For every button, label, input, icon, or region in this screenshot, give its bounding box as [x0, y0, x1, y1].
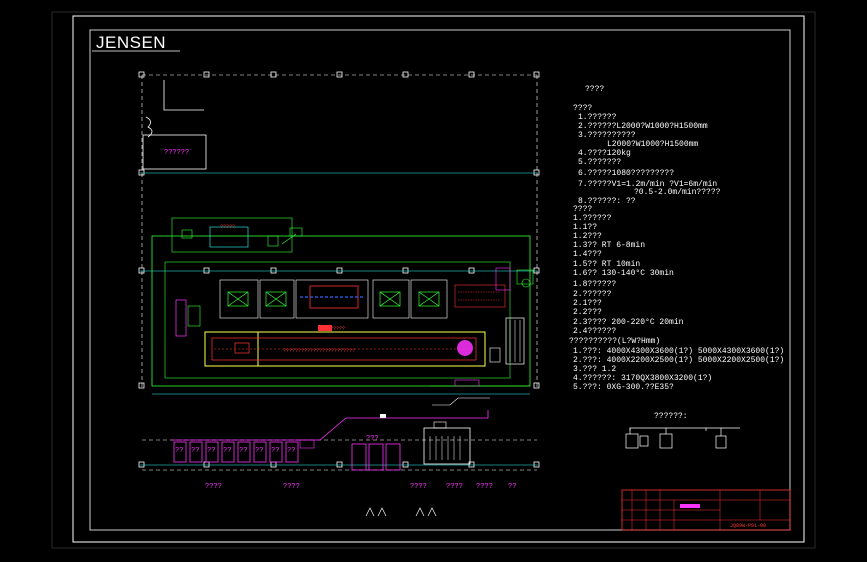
curing-oven — [204, 331, 486, 367]
note-line-30: 5.???: 0XG-300.??E35? — [573, 383, 674, 392]
outer-frame — [72, 15, 805, 543]
note-line-8: 7.?????V1=1.2m/min ?V1=6m/min — [578, 180, 717, 189]
stair-line — [163, 80, 204, 111]
note-line-25: ??????????(L?W?Hmm) — [569, 337, 660, 346]
line-outer-boundary — [151, 235, 531, 387]
note-line-3: 3.?????????? — [578, 131, 636, 140]
note-line-12: 1.?????? — [573, 214, 612, 223]
note-line-10: 8.??????: ?? — [578, 197, 636, 206]
bottom-label-5: ?? — [508, 483, 516, 491]
door-arc — [145, 116, 153, 138]
top-room-label: ?????? — [164, 149, 189, 157]
lower-equipment: ?? ?? ?? ?? ?? ?? ?? ?? ??? — [172, 397, 490, 471]
workstations — [173, 441, 299, 463]
notes-column: ???? ???? 1.?????? 2.??????L2000?W1000?H… — [569, 85, 784, 392]
note-line-14: 1.2??? — [573, 232, 602, 241]
workstation-label-2: ?? — [207, 447, 215, 455]
workstation-label-0: ?? — [175, 447, 183, 455]
legend-label: ??????: — [654, 412, 688, 421]
conveyor-label: ???????????????????????? — [283, 348, 355, 354]
note-line-23: 2.3???? 200-220°C 20min — [573, 318, 684, 327]
note-line-7: 6.?????1080????????? — [578, 169, 674, 178]
booth-fans — [227, 291, 440, 307]
entrance-doors — [365, 507, 437, 517]
title-block: JQ89W-P01-00 — [621, 489, 791, 531]
inner-frame — [89, 29, 791, 531]
workstation-label-1: ?? — [191, 447, 199, 455]
note-line-4: L2000?W1000?H1500mm — [607, 140, 698, 149]
grid-axis-lines — [140, 172, 538, 466]
bottom-label-0: ???? — [205, 483, 222, 491]
column-grid-markers — [138, 71, 540, 468]
note-line-29: 4.??????: 3170QX3800X3200(1?) — [573, 374, 712, 383]
spray-booths — [219, 279, 448, 319]
note-line-11: ???? — [573, 205, 592, 214]
bottom-label-1: ???? — [283, 483, 300, 491]
note-line-2: 2.??????L2000?W1000?H1500mm — [578, 122, 708, 131]
air-compressor — [423, 427, 471, 465]
bottom-label-2: ???? — [410, 483, 427, 491]
note-line-19: 1.8?????? — [573, 280, 616, 289]
notes-heading: ???? — [585, 85, 604, 94]
note-line-21: 2.1??? — [573, 299, 602, 308]
workstation-label-6: ?? — [271, 447, 279, 455]
note-line-24: 2.4?????? — [573, 327, 616, 336]
brand-logo: JENSEN — [96, 33, 166, 52]
note-line-0: ???? — [573, 104, 592, 113]
note-line-16: 1.4??? — [573, 250, 602, 259]
note-line-26: 1.???: 4000X4300X3600(1?) 5000X4300X3600… — [573, 347, 784, 356]
note-line-13: 1.1?? — [573, 223, 597, 232]
bottom-label-3: ???? — [446, 483, 463, 491]
note-line-5: 4.????120kg — [578, 149, 631, 158]
note-line-9: ?0.5-2.0m/min????? — [634, 188, 721, 197]
note-line-1: 1.?????? — [578, 113, 617, 122]
note-line-17: 1.5?? RT 10min — [573, 260, 640, 269]
workstation-label-7: ?? — [287, 447, 295, 455]
workstation-label-3: ?? — [223, 447, 231, 455]
loading-label: ??? — [366, 435, 379, 443]
turn-wheel — [457, 340, 473, 356]
drawing-number: JQ89W-P01-00 — [730, 523, 766, 529]
exit-label: ????? — [220, 224, 235, 230]
bottom-label-4: ???? — [476, 483, 493, 491]
tanks — [351, 443, 401, 471]
note-line-15: 1.3?? RT 6-8min — [573, 241, 645, 250]
workstation-label-5: ?? — [255, 447, 263, 455]
legend-symbols — [625, 427, 740, 449]
workstation-label-4: ?? — [239, 447, 247, 455]
lower-wall — [172, 410, 489, 441]
note-line-20: 2.?????? — [573, 290, 612, 299]
note-line-27: 2.???: 4000X2200X2500(1?) 5000X2200X2500… — [573, 356, 784, 365]
production-line: ????? ???????????????????????? ????????? — [151, 217, 534, 395]
note-line-18: 1.6?? 130-140°C 30min — [573, 269, 674, 278]
control-cabinet — [505, 317, 525, 365]
note-line-28: 3.??? 1.2 — [573, 365, 616, 374]
note-line-22: 2.2??? — [573, 308, 602, 317]
note-line-6: 5.??????? — [578, 158, 621, 167]
top-room — [142, 134, 207, 170]
